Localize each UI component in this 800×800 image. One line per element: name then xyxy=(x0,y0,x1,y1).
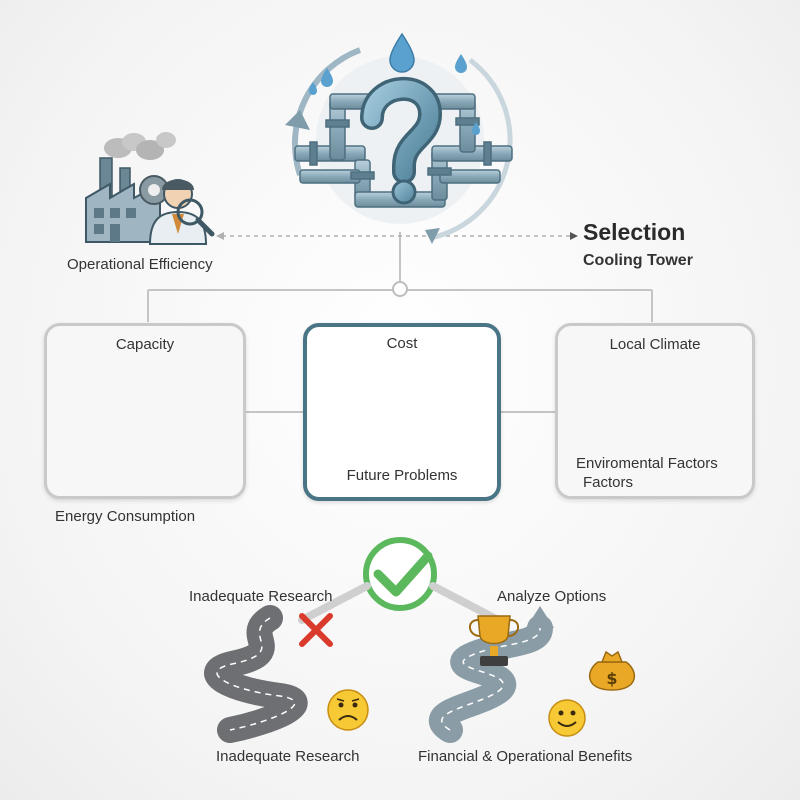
climate-card: Local Climate xyxy=(555,323,755,499)
page-title: Selection xyxy=(583,219,686,245)
winding-road-good xyxy=(428,606,554,743)
climate-card-title: Local Climate xyxy=(609,336,701,353)
factors-label: Factors xyxy=(583,474,634,491)
cross-mark-icon-path xyxy=(299,613,333,647)
connector-node xyxy=(392,281,408,297)
money-bag-icon: $ xyxy=(589,650,635,691)
cost-card: Cost Future Problems xyxy=(303,323,501,501)
capacity-card: Capacity xyxy=(44,323,246,499)
happy-face-icon xyxy=(548,699,586,737)
factory-icon xyxy=(85,132,176,243)
branch-lines xyxy=(298,582,502,624)
future-problems-label: Future Problems xyxy=(346,467,458,484)
analyze-options-label: Analyze Options xyxy=(497,588,607,605)
dashed-arrow-left-head xyxy=(216,232,224,240)
winding-road-bad xyxy=(204,605,308,743)
dashed-arrow-right-head xyxy=(570,232,578,240)
energy-consumption-label: Energy Consumption xyxy=(55,508,196,525)
financial-operational-benefits-label: Financial & Operational Benefits xyxy=(418,748,633,765)
check-mark-icon xyxy=(363,537,437,611)
trophy-icon xyxy=(469,615,519,666)
svg-text:$: $ xyxy=(606,669,617,688)
page-subtitle: Cooling Tower xyxy=(583,252,693,269)
cost-card-title: Cost xyxy=(386,335,418,352)
inadequate-research-bottom-label: Inadequate Research xyxy=(216,748,360,765)
engineer-icon xyxy=(139,175,215,245)
inadequate-research-top-label: Inadequate Research xyxy=(189,588,333,605)
capacity-card-title: Capacity xyxy=(115,336,175,353)
operational-efficiency-label: Operational Efficiency xyxy=(67,256,213,273)
sad-face-icon xyxy=(327,689,369,731)
question-mark-icon xyxy=(285,32,513,244)
environmental-factors-label: Enviromental Factors xyxy=(576,455,718,472)
